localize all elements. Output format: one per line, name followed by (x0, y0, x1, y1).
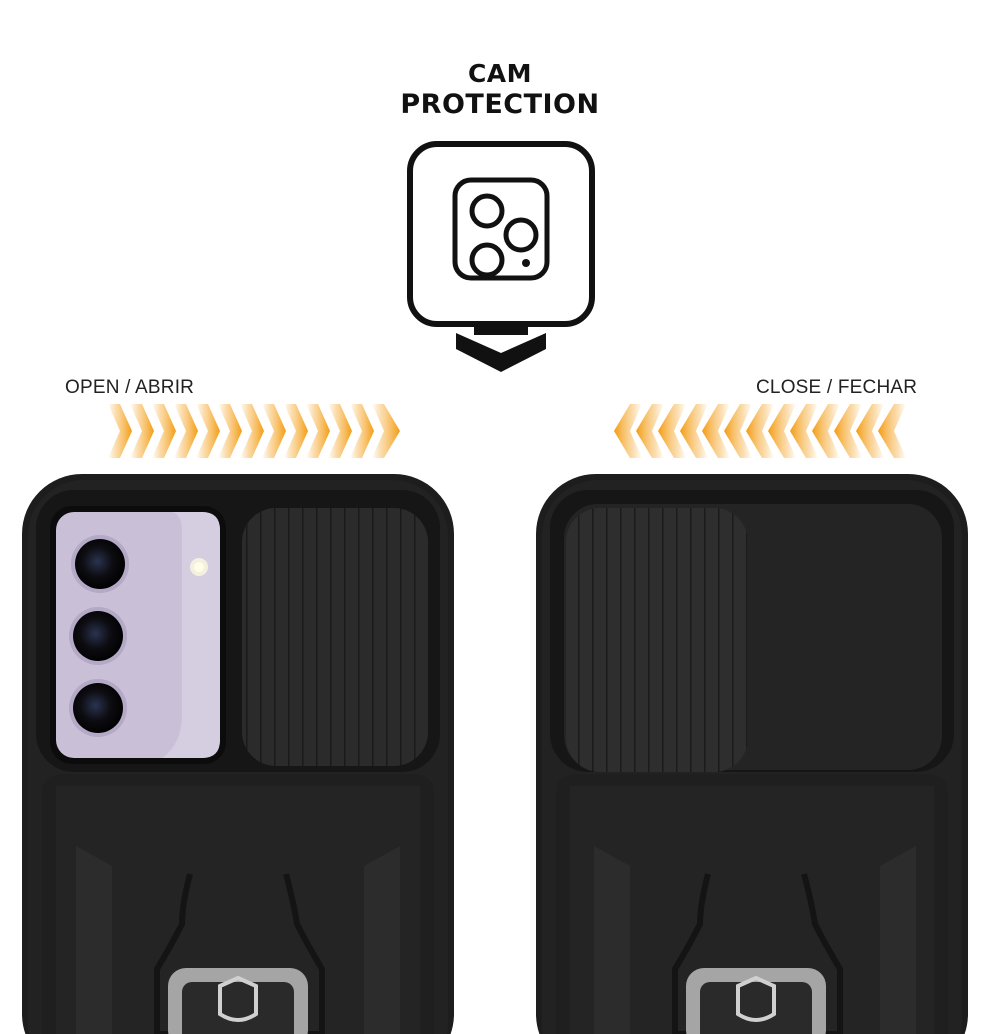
chevron-down-icon (456, 327, 546, 372)
camera-slider (566, 508, 748, 772)
title-line-2: PROTECTION (400, 89, 600, 120)
camera-module (50, 506, 226, 764)
page-title: CAM PROTECTION (0, 58, 1000, 120)
open-label: OPEN / ABRIR (65, 377, 195, 398)
cam-protection-badge (407, 141, 595, 327)
arrow-right-icon (108, 404, 400, 458)
arrow-left-icon (614, 404, 906, 458)
phone-case-open (22, 474, 454, 1034)
title-line-1: CAM (467, 59, 533, 88)
camera-module-icon (452, 177, 550, 281)
camera-slider (242, 508, 428, 766)
phone-case-closed (536, 474, 968, 1034)
close-label: CLOSE / FECHAR (756, 377, 918, 398)
